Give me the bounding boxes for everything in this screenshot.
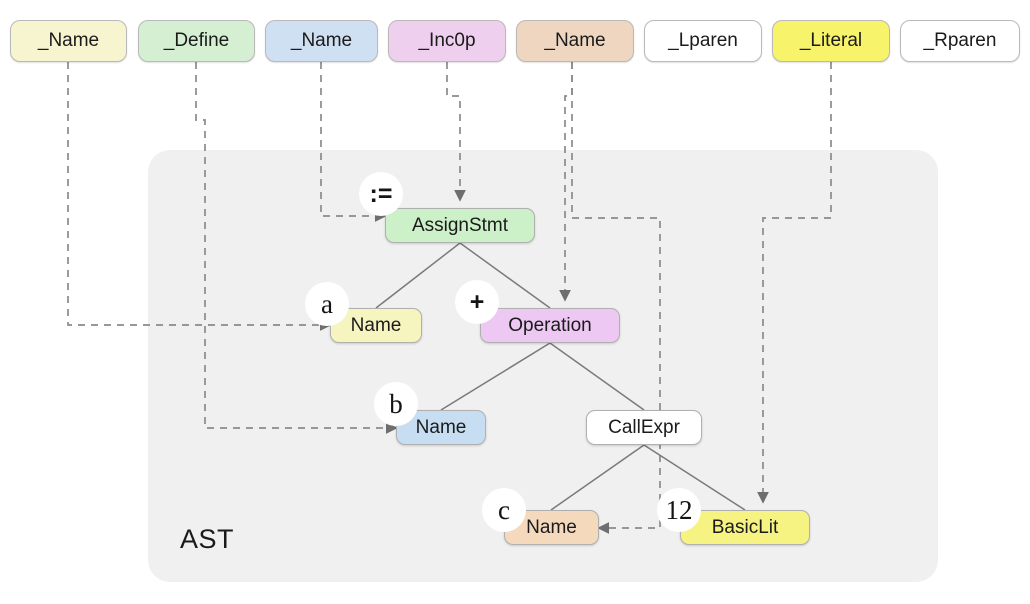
ast-node-callexpr[interactable]: CallExpr [586,410,702,445]
ast-node-label: Name [415,416,467,438]
token-label: _Literal [799,30,863,51]
tree-edge-Operation-to-Name-b [440,342,551,411]
ast-node-assignstmt[interactable]: AssignStmt [385,208,535,243]
token-link-_Name-to-Name-c [571,62,661,534]
badge-ident-b: b [374,382,418,426]
ast-node-name-c[interactable]: Name [504,510,599,545]
token-label: _Rparen [923,30,997,51]
tree-edge-AssignStmt-to-Operation [459,242,551,309]
badge-label: c [498,494,510,525]
badge-label: := [369,179,393,208]
token-label: _Name [544,30,606,51]
badge-label: 12 [665,494,693,525]
token-link-_Name-to-AssignStmt [320,62,387,222]
ast-node-label: BasicLit [711,516,779,538]
token-chip-define-1[interactable]: _Define [138,20,255,62]
ast-node-label: Name [526,516,577,538]
tree-edge-AssignStmt-to-Name-a [375,242,461,309]
token-chip-name-2[interactable]: _Name [265,20,378,62]
ast-node-label: AssignStmt [411,214,509,236]
tree-edge-CallExpr-to-BasicLit [643,444,746,511]
badge-assign-op: := [359,172,403,216]
token-link-_Literal-to-BasicLit [757,62,832,504]
token-chip-lparen-5[interactable]: _Lparen [644,20,762,62]
tree-edge-CallExpr-to-Name-c [550,444,645,511]
token-label: _Name [37,30,100,51]
ast-node-label: CallExpr [608,416,680,438]
token-label: _Name [290,30,353,51]
ast-node-label: Operation [508,314,592,336]
badge-label: b [389,388,403,419]
ast-node-basiclit[interactable]: BasicLit [680,510,810,545]
badge-plus-op: + [455,280,499,324]
ast-panel-label: AST [180,524,235,554]
badge-label: a [321,288,333,319]
token-label: _Lparen [668,30,738,51]
badge-ident-c: c [482,488,526,532]
token-chip-name-0[interactable]: _Name [10,20,127,62]
token-chip-rparen-7[interactable]: _Rparen [900,20,1020,62]
ast-node-operation[interactable]: Operation [480,308,620,343]
token-label: _Inc0p [418,30,476,51]
token-chip-literal-6[interactable]: _Literal [772,20,890,62]
token-chip-name-4[interactable]: _Name [516,20,634,62]
token-link-_Name-to-Name-a [67,62,332,331]
token-link-_Define-to-Name-b [195,62,398,434]
badge-literal-12: 12 [657,488,701,532]
token-label: _Define [163,30,230,51]
badge-label: + [469,287,485,316]
tree-edge-Operation-to-CallExpr [549,342,645,411]
badge-ident-a: a [305,282,349,326]
token-link-_Inc0p-to-AssignStmt [446,62,466,202]
token-chip-inc0p-3[interactable]: _Inc0p [388,20,506,62]
ast-node-label: Name [350,314,402,336]
